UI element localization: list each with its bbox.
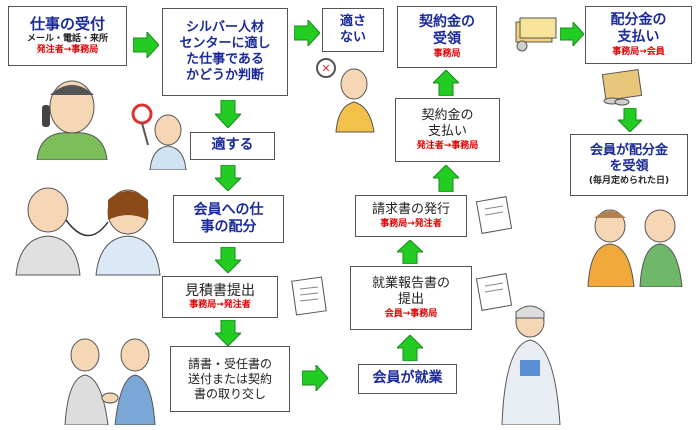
not-suitable-line-1: 適さ <box>339 13 366 29</box>
payment-line-1: 契約金の <box>421 108 474 124</box>
work-report-line-1: 就業報告書の <box>371 276 450 292</box>
step-member-work: 会員が就業 <box>358 364 457 394</box>
step-estimate: 見積書提出 事務局→発注者 <box>162 276 278 318</box>
arrow-right-1 <box>133 32 159 58</box>
svg-text:✕: ✕ <box>321 62 330 75</box>
assign-line-1: 会員への仕 <box>193 201 264 218</box>
suitable-label: 適する <box>211 137 254 154</box>
referee-x-illustration: ✕ <box>316 58 375 133</box>
handshake-illustration <box>64 338 156 425</box>
step-contract: 請書・受任書の 送付または契約 書の取り交し <box>170 346 290 412</box>
document-icon <box>291 276 327 316</box>
receipt-line-2: 受領 <box>433 31 461 48</box>
contract-line-1: 請書・受任書の <box>187 356 272 371</box>
order-receipt-title: 仕事の受付 <box>29 15 105 34</box>
phone-man-illustration <box>36 80 108 160</box>
step-not-suitable: 適さ ない <box>322 8 384 52</box>
arrow-down-2 <box>215 165 241 191</box>
order-receipt-flow: 発注者→事務局 <box>36 45 99 56</box>
arrow-right-4 <box>302 365 328 391</box>
judge-line-1: シルバー人材 <box>185 19 264 35</box>
not-suitable-line-2: ない <box>339 30 366 45</box>
arrow-up-3 <box>433 165 459 192</box>
referee-sign-illustration <box>131 103 187 170</box>
step-judge: シルバー人材 センターに適し た仕事である かどうか判断 <box>162 8 288 96</box>
judge-line-4: かどうか判断 <box>185 68 264 84</box>
judge-line-3: た仕事である <box>186 52 264 67</box>
invoice-flow: 事務局→発注者 <box>380 218 442 229</box>
step-member-receive: 会員が配分金 を受領 (毎月定められた日) <box>570 134 688 196</box>
step-invoice: 請求書の発行 事務局→発注者 <box>355 195 467 237</box>
step-work-report: 就業報告書の 提出 会員→事務局 <box>350 266 472 330</box>
workers-illustration <box>501 305 561 425</box>
judge-line-2: センターに適し <box>179 35 271 51</box>
work-report-flow: 会員→事務局 <box>384 308 438 319</box>
invoice-document-icon <box>475 196 513 234</box>
contract-line-3: 書の取り交し <box>193 386 266 401</box>
estimate-title: 見積書提出 <box>185 282 255 299</box>
money-envelope-icon <box>601 69 643 106</box>
order-receipt-detail: メール・電話・来所 <box>26 34 108 45</box>
arrow-up-2 <box>397 240 423 264</box>
distribution-payment-line-2: 支払い <box>617 29 660 46</box>
estimate-flow: 事務局→発注者 <box>189 300 251 311</box>
receipt-flow: 事務局 <box>433 48 461 59</box>
step-order-receipt: 仕事の受付 メール・電話・来所 発注者→事務局 <box>8 6 127 66</box>
assign-line-2: 事の配分 <box>200 219 257 235</box>
arrow-down-4 <box>215 320 241 346</box>
member-receive-note: (毎月定められた日) <box>588 175 670 186</box>
arrow-right-3 <box>560 22 584 46</box>
arrow-down-1 <box>215 100 241 128</box>
receipt-line-1: 契約金の <box>419 13 475 30</box>
step-receipt: 契約金の 受領 事務局 <box>397 6 497 68</box>
arrow-right-2 <box>294 20 320 46</box>
contract-line-2: 送付または契約 <box>187 371 272 386</box>
payment-flow: 発注者→事務局 <box>416 140 479 151</box>
member-receive-line-1: 会員が配分金 <box>589 143 668 159</box>
distribution-payment-line-1: 配分金の <box>610 11 667 28</box>
step-assign: 会員への仕 事の配分 <box>173 195 284 243</box>
report-document-icon <box>475 273 513 311</box>
distribution-payment-flow: 事務局→会員 <box>612 46 665 57</box>
step-payment: 契約金の 支払い 発注者→事務局 <box>395 98 500 162</box>
phone-call-illustration <box>15 187 161 276</box>
arrow-down-3 <box>215 247 241 273</box>
payment-line-2: 支払い <box>427 124 467 140</box>
invoice-title: 請求書の発行 <box>371 202 450 218</box>
arrow-up-4 <box>433 70 459 96</box>
arrow-down-5 <box>618 108 642 132</box>
work-report-line-2: 提出 <box>397 292 424 308</box>
members-happy-illustration <box>587 209 683 287</box>
member-work-label: 会員が就業 <box>372 370 443 387</box>
member-receive-line-2: を受領 <box>609 159 649 175</box>
step-distribution-payment: 配分金の 支払い 事務局→会員 <box>585 6 692 64</box>
arrow-up-1 <box>397 335 423 361</box>
money-stack-icon <box>515 17 557 52</box>
step-suitable: 適する <box>190 132 275 160</box>
